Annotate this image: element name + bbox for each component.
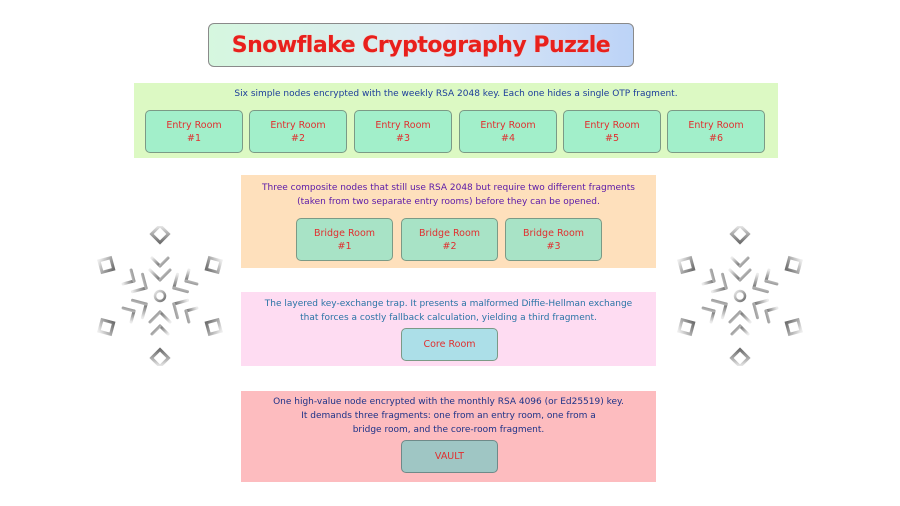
core-tier-description: The layered key-exchange trap. It presen…: [241, 297, 656, 325]
room-number: #2: [290, 132, 305, 144]
entry-room-2[interactable]: Entry Room #2: [249, 110, 347, 153]
room-name: Bridge Room: [313, 227, 376, 239]
description-line: Three composite nodes that still use RSA…: [262, 183, 635, 193]
vault-tier: One high-value node encrypted with the m…: [241, 391, 656, 482]
room-name: VAULT: [434, 451, 465, 462]
bridge-tier-description: Three composite nodes that still use RSA…: [241, 181, 656, 209]
room-number: #6: [708, 132, 723, 144]
room-name: Entry Room: [480, 119, 536, 131]
entry-tier-description: Six simple nodes encrypted with the week…: [134, 87, 778, 101]
description-line: Six simple nodes encrypted with the week…: [234, 89, 678, 99]
bridge-room-3[interactable]: Bridge Room #3: [505, 218, 602, 261]
room-number: #1: [337, 240, 352, 252]
description-line: It demands three fragments: one from an …: [301, 411, 596, 421]
page-title: Snowflake Cryptography Puzzle: [231, 32, 611, 58]
description-line: One high-value node encrypted with the m…: [273, 397, 624, 407]
room-name: Bridge Room: [418, 227, 481, 239]
title-banner: Snowflake Cryptography Puzzle: [208, 23, 634, 67]
vault-room[interactable]: VAULT: [401, 440, 498, 473]
bridge-room-1[interactable]: Bridge Room #1: [296, 218, 393, 261]
room-name: Core Room: [423, 339, 476, 350]
room-number: #2: [442, 240, 457, 252]
entry-room-6[interactable]: Entry Room #6: [667, 110, 765, 153]
room-number: #5: [604, 132, 619, 144]
description-line: that forces a costly fallback calculatio…: [300, 313, 597, 323]
bridge-room-2[interactable]: Bridge Room #2: [401, 218, 498, 261]
snowflake-icon: [676, 226, 804, 366]
room-name: Entry Room: [375, 119, 431, 131]
entry-tier: Six simple nodes encrypted with the week…: [134, 83, 778, 158]
core-room[interactable]: Core Room: [401, 328, 498, 361]
core-tier: The layered key-exchange trap. It presen…: [241, 292, 656, 366]
room-name: Entry Room: [688, 119, 744, 131]
description-line: The layered key-exchange trap. It presen…: [264, 299, 633, 309]
entry-room-1[interactable]: Entry Room #1: [145, 110, 243, 153]
room-name: Entry Room: [584, 119, 640, 131]
room-number: #1: [186, 132, 201, 144]
room-number: #3: [395, 132, 410, 144]
entry-room-3[interactable]: Entry Room #3: [354, 110, 452, 153]
entry-room-4[interactable]: Entry Room #4: [459, 110, 557, 153]
entry-room-5[interactable]: Entry Room #5: [563, 110, 661, 153]
description-line: bridge room, and the core-room fragment.: [352, 425, 545, 435]
room-name: Bridge Room: [522, 227, 585, 239]
room-number: #4: [500, 132, 515, 144]
description-line: (taken from two separate entry rooms) be…: [297, 197, 600, 207]
room-name: Entry Room: [166, 119, 222, 131]
snowflake-icon: [96, 226, 224, 366]
vault-tier-description: One high-value node encrypted with the m…: [241, 395, 656, 437]
room-number: #3: [546, 240, 561, 252]
room-name: Entry Room: [270, 119, 326, 131]
bridge-tier: Three composite nodes that still use RSA…: [241, 175, 656, 268]
